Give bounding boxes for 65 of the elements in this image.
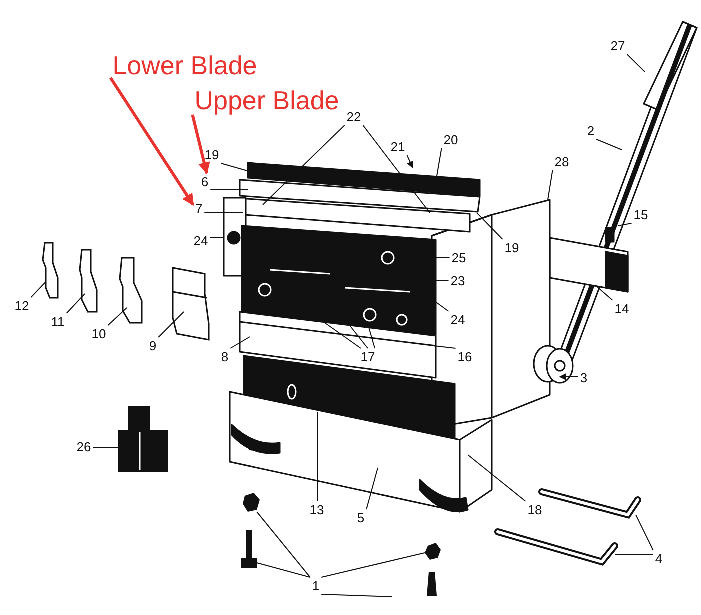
leader-line (262, 125, 346, 206)
leader-line (618, 223, 632, 226)
leader-line (636, 514, 654, 551)
leader-line (596, 139, 622, 150)
nut-drawing (243, 493, 260, 512)
callout-number: 19 (502, 240, 522, 256)
leader-line (468, 454, 526, 502)
finger-block-drawing (118, 406, 168, 472)
leader-line (324, 322, 362, 349)
leader-line (158, 312, 184, 338)
callout-number: 11 (49, 314, 67, 330)
callout-number: 4 (653, 550, 665, 568)
callout-number: 1 (310, 578, 322, 594)
callout-number: 25 (450, 250, 468, 266)
leader-line (256, 562, 311, 578)
leader-line (594, 284, 614, 301)
callout-number: 12 (12, 298, 32, 314)
leader-line (30, 282, 46, 298)
callout-number: 13 (308, 502, 326, 518)
leader-line (434, 346, 456, 349)
callout-number: 3 (578, 370, 590, 386)
nut-drawing (425, 543, 441, 560)
leader-line (614, 554, 654, 556)
leader-line (321, 594, 392, 598)
arrow (191, 114, 210, 175)
leader-line (548, 170, 554, 200)
leader-line (321, 552, 426, 578)
part-label: Upper Blade (192, 85, 342, 117)
leader-line (108, 308, 128, 326)
callout-number: 9 (147, 338, 159, 354)
hex-key-drawing (494, 528, 618, 566)
leader-line (204, 212, 244, 214)
callout-number: 19 (202, 146, 222, 164)
leader-line (626, 54, 646, 72)
callout-number: 23 (448, 272, 468, 290)
leader-line (256, 512, 311, 578)
callout-number: 16 (456, 348, 474, 366)
leader-line (362, 125, 430, 214)
callout-number: 7 (193, 200, 205, 218)
leader-line (366, 468, 378, 510)
callout-number: 21 (388, 138, 408, 156)
leader-line (559, 374, 579, 380)
callout-number: 14 (612, 300, 632, 318)
callout-number: 24 (448, 312, 468, 328)
callout-number: 20 (442, 132, 460, 148)
callout-number: 5 (355, 510, 367, 526)
callout-number: 8 (219, 348, 231, 366)
callout-number: 15 (632, 206, 650, 224)
callout-number: 24 (192, 232, 210, 250)
callout-number: 17 (358, 348, 378, 366)
leader-line (476, 212, 504, 240)
callout-number: 6 (199, 174, 211, 190)
callout-number: 26 (74, 438, 94, 456)
part-label: Lower Blade (110, 50, 260, 82)
arrow (109, 77, 195, 206)
callout-number: 2 (585, 122, 597, 140)
callout-number: 22 (344, 108, 364, 126)
leader-line (230, 336, 250, 349)
bolt-drawing (241, 530, 257, 568)
callout-number: 28 (552, 154, 572, 170)
callout-number: 10 (90, 326, 108, 342)
leader-line (406, 155, 414, 169)
callout-number: 27 (608, 38, 628, 54)
leader-line (66, 294, 86, 314)
callout-number: 18 (526, 502, 544, 518)
